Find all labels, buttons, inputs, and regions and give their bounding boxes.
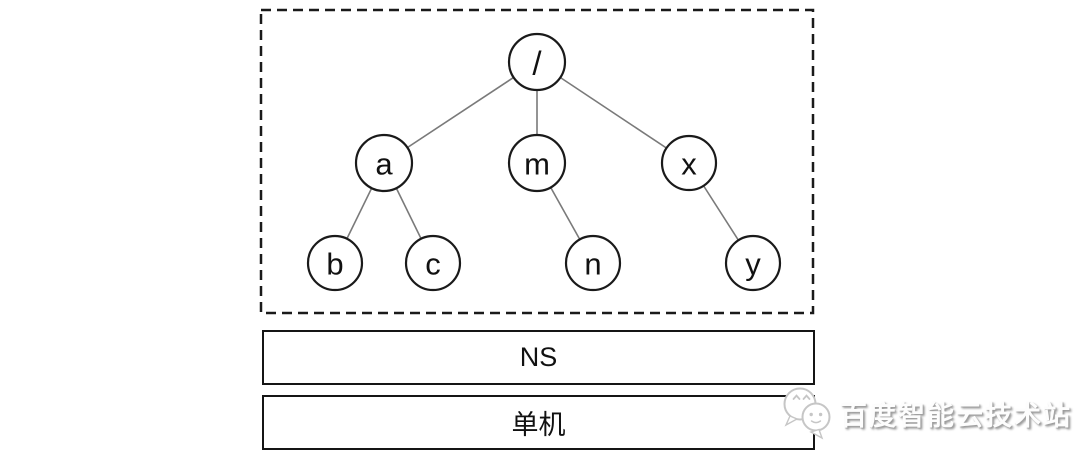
edge-root-a <box>383 61 538 164</box>
tree-node-root-label: / <box>532 45 542 82</box>
tree-node-a-label: a <box>375 147 393 182</box>
tree-node-root: / <box>507 32 567 92</box>
layer-box-ns: NS <box>262 330 815 385</box>
layer-box-single-machine: 单机 <box>262 395 815 450</box>
layer-box-ns-label: NS <box>519 342 558 372</box>
tree-node-n: n <box>564 234 622 292</box>
tree-node-b: b <box>306 234 364 292</box>
tree-node-m-label: m <box>524 147 550 182</box>
tree-node-c-label: c <box>425 247 441 282</box>
tree-node-c: c <box>404 234 462 292</box>
tree-node-x-label: x <box>681 147 697 182</box>
chat-bubbles-icon <box>783 387 831 440</box>
watermark-text: 百度智能云技术站 <box>840 400 1072 431</box>
layer-box-single-machine-label: 单机 <box>511 410 566 440</box>
tree-node-b-label: b <box>326 247 343 282</box>
tree-node-y: y <box>724 234 782 292</box>
tree-node-a: a <box>354 133 414 193</box>
tree-node-m: m <box>507 133 567 193</box>
watermark: 百度智能云技术站 <box>778 385 1072 441</box>
edge-root-x <box>536 61 690 164</box>
tree-node-y-label: y <box>745 247 761 282</box>
namespace-dashed-border <box>259 8 815 315</box>
tree-node-x: x <box>660 134 718 192</box>
tree-node-n-label: n <box>584 247 601 282</box>
tree-nodes: / a m x b c n <box>306 32 782 292</box>
